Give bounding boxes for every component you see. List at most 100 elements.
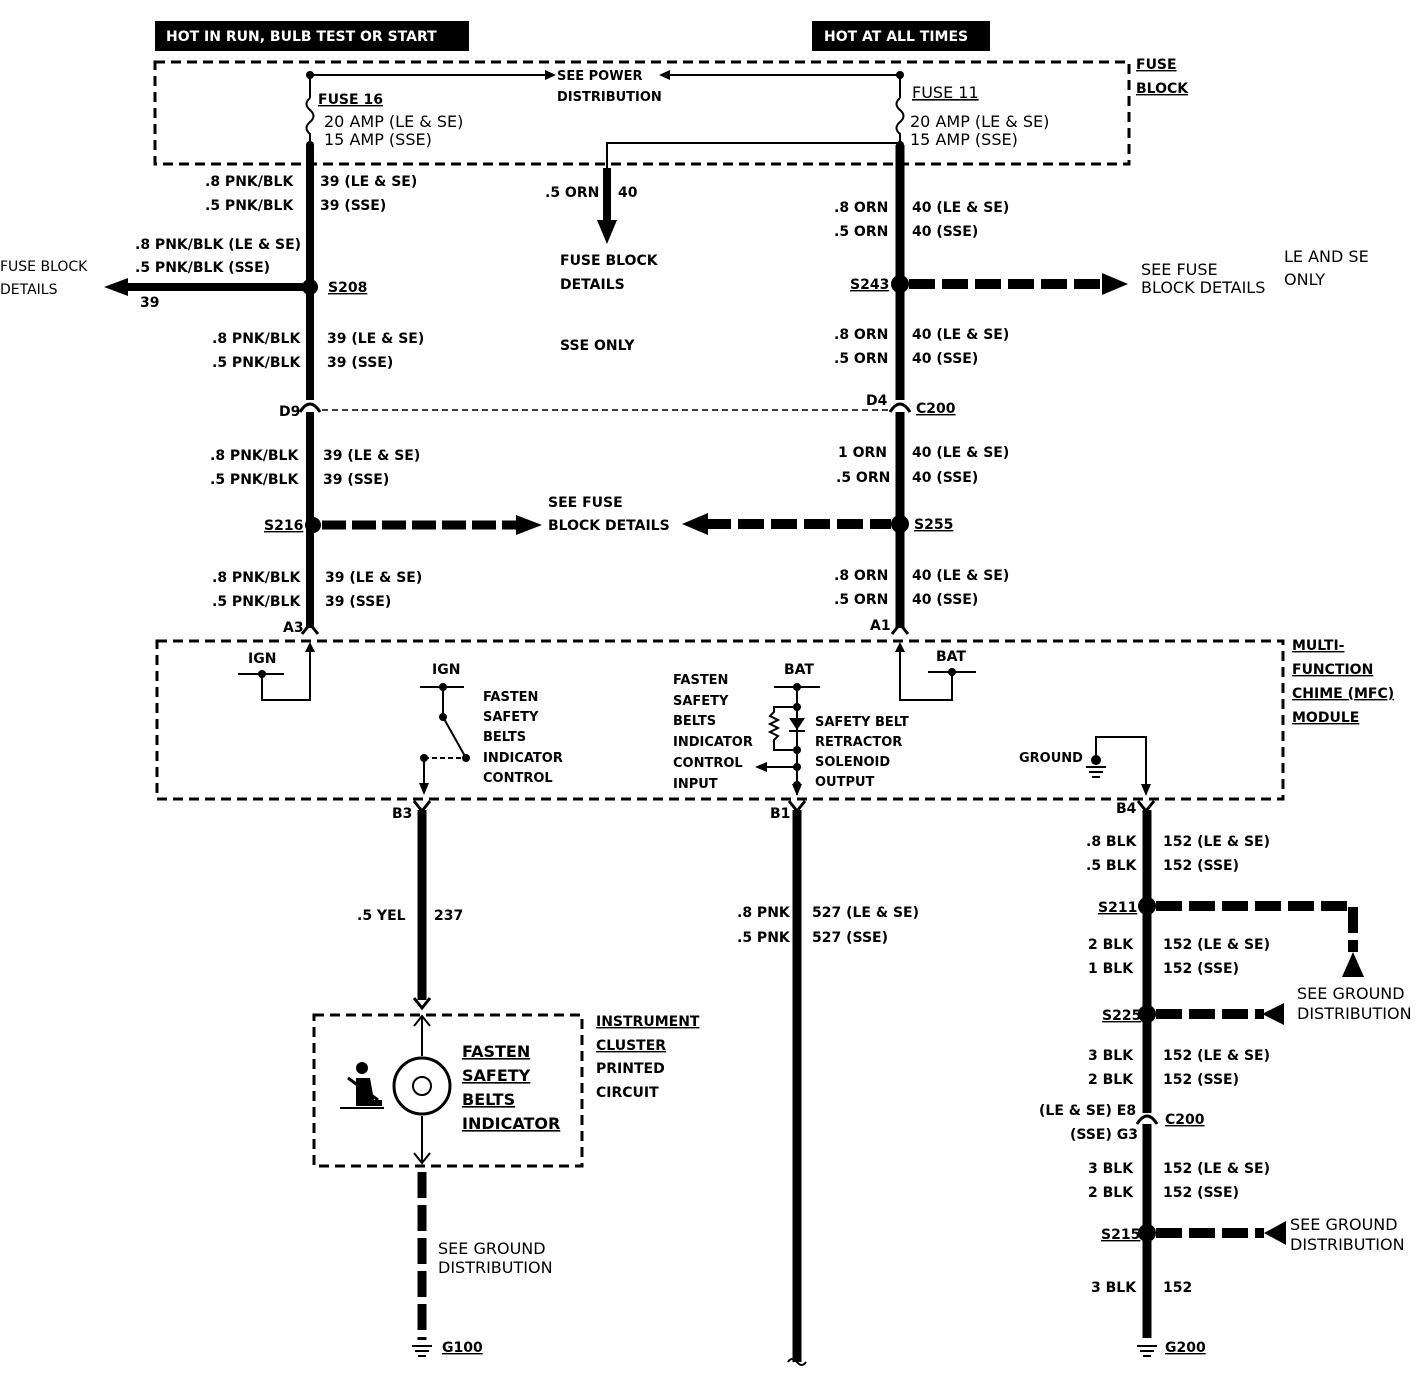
s225-arrow <box>1262 1003 1284 1025</box>
fuse11-rating2: 15 AMP (SSE) <box>910 130 1018 149</box>
right-seg1-gauge1: .8 ORN <box>834 200 888 216</box>
mfc-label-2: FUNCTION <box>1292 662 1373 678</box>
s243-arrow <box>1102 273 1128 295</box>
b3-ctrl-4: INDICATOR <box>483 751 563 766</box>
solenoid-coil <box>767 706 797 751</box>
b1-input-3: BELTS <box>673 714 716 729</box>
pin-a3 <box>300 621 320 635</box>
right-seg2-gauge1: .8 ORN <box>834 327 888 343</box>
cluster-pin-bottom <box>413 1152 431 1165</box>
mfc-label-1: MULTI- <box>1292 638 1345 654</box>
b4-seg5-circuit: 152 <box>1163 1280 1192 1296</box>
connector-d9 <box>298 402 322 413</box>
b1-input-1: FASTEN <box>673 673 728 688</box>
bat-a1-node <box>948 668 956 676</box>
mfc-module-box <box>155 639 1285 801</box>
left-seg1-circuit2: 39 (SSE) <box>320 198 386 214</box>
left-seg4-circuit2: 39 (SSE) <box>325 594 391 610</box>
pin-b1-label: B1 <box>770 806 790 822</box>
left-seg2-gauge2: .5 PNK/BLK <box>212 355 301 371</box>
left-seg2-gauge1: .8 PNK/BLK <box>212 331 301 347</box>
b4-seg4-circuit2: 152 (SSE) <box>1163 1185 1239 1201</box>
right-seg4-circuit2: 40 (SSE) <box>912 592 978 608</box>
right-seg2-gauge2: .5 ORN <box>834 351 888 367</box>
left-seg2-circuit2: 39 (SSE) <box>327 355 393 371</box>
seatbelt-icon <box>340 1062 384 1109</box>
splice-s225 <box>1138 1005 1156 1023</box>
module-ground-label: GROUND <box>1019 751 1083 766</box>
connector-c200-label: C200 <box>916 401 956 417</box>
pin-a1 <box>890 621 910 635</box>
left-branch-line1: .8 PNK/BLK (LE & SE) <box>135 237 301 253</box>
g200-ground-symbol <box>1137 1345 1157 1357</box>
fuse11-rating1: 20 AMP (LE & SE) <box>910 112 1049 131</box>
splice-s225-label: S225 <box>1102 1008 1141 1024</box>
left-seg4-gauge1: .8 PNK/BLK <box>212 570 301 586</box>
left-seg1-gauge2: .5 PNK/BLK <box>205 198 294 214</box>
fuse-block-label-1: FUSE <box>1136 57 1177 73</box>
mid-branch-arrow <box>597 220 617 244</box>
splice-s255 <box>891 515 909 533</box>
s211-ground-line2: DISTRIBUTION <box>1297 1004 1412 1023</box>
b1-out-1: SAFETY BELT <box>815 715 909 730</box>
b3-cluster-pin-top <box>412 997 432 1011</box>
see-power-line2: DISTRIBUTION <box>557 90 662 105</box>
fuse-block-label-2: BLOCK <box>1136 81 1189 97</box>
ign-b3-down-node <box>420 754 428 762</box>
cluster-label-4: CIRCUIT <box>596 1085 659 1101</box>
indicator-label-4: INDICATOR <box>462 1114 560 1133</box>
pin-b4 <box>1136 800 1156 814</box>
see-fuse-line1: SEE FUSE <box>548 495 623 511</box>
connector-d4-label: D4 <box>866 393 888 409</box>
b3-gauge: .5 YEL <box>357 908 406 924</box>
mfc-label-4: MODULE <box>1292 710 1359 726</box>
splice-s211-label: S211 <box>1098 900 1137 916</box>
bat-b1-label: BAT <box>784 662 814 678</box>
s243-note2: ONLY <box>1284 270 1325 289</box>
right-seg1-gauge2: .5 ORN <box>834 224 888 240</box>
b4-seg4-circuit1: 152 (LE & SE) <box>1163 1161 1270 1177</box>
b4-seg2-circuit2: 152 (SSE) <box>1163 961 1239 977</box>
s215-ground-line1: SEE GROUND <box>1290 1215 1398 1234</box>
left-seg4-gauge2: .5 PNK/BLK <box>212 594 301 610</box>
left-branch-line2: .5 PNK/BLK (SSE) <box>135 260 270 276</box>
fuse16-symbol <box>305 75 315 145</box>
b4-seg1-gauge1: .8 BLK <box>1086 834 1138 850</box>
splice-s215-label: S215 <box>1101 1227 1140 1243</box>
left-branch-dest1: FUSE BLOCK <box>0 259 88 275</box>
module-ground-node <box>1091 755 1101 765</box>
fasten-belts-lamp-inner <box>412 1076 432 1096</box>
left-seg1-gauge1: .8 PNK/BLK <box>205 174 294 190</box>
right-seg3-circuit1: 40 (LE & SE) <box>912 445 1009 461</box>
module-ground-arrow <box>1141 784 1151 796</box>
right-seg3-gauge2: .5 ORN <box>836 470 890 486</box>
fuse16-rating2: 15 AMP (SSE) <box>324 130 432 149</box>
b4-seg1-circuit1: 152 (LE & SE) <box>1163 834 1270 850</box>
cluster-label-2: CLUSTER <box>596 1038 666 1054</box>
cluster-label-1: INSTRUMENT <box>596 1014 700 1030</box>
ign-a3-label: IGN <box>248 651 276 667</box>
indicator-label-2: SAFETY <box>462 1066 531 1085</box>
fuse11-symbol <box>895 75 905 145</box>
right-seg4-gauge1: .8 ORN <box>834 568 888 584</box>
s216-arrow <box>516 515 542 535</box>
switched-power-header: HOT IN RUN, BULB TEST OR START <box>166 29 437 45</box>
fuse16-rating1: 20 AMP (LE & SE) <box>324 112 463 131</box>
right-seg3-gauge1: 1 ORN <box>838 445 887 461</box>
splice-s216 <box>305 517 321 533</box>
instrument-cluster-box <box>312 1013 584 1168</box>
connector-d9-label: D9 <box>279 404 300 420</box>
see-fuse-line2: BLOCK DETAILS <box>548 518 670 534</box>
s215-ground-line2: DISTRIBUTION <box>1290 1235 1405 1254</box>
splice-s243 <box>891 275 909 293</box>
pin-a3-label: A3 <box>283 620 304 636</box>
b4-seg4-gauge2: 2 BLK <box>1088 1185 1134 1201</box>
b1-circuit1: 527 (LE & SE) <box>812 905 919 921</box>
b4-seg3-circuit2: 152 (SSE) <box>1163 1072 1239 1088</box>
s215-arrow <box>1264 1221 1286 1245</box>
b4-pin1: (LE & SE) E8 <box>1039 1103 1136 1119</box>
b4-seg1-circuit2: 152 (SSE) <box>1163 858 1239 874</box>
fasten-belts-lamp <box>392 1056 452 1116</box>
module-ground-circuit <box>1095 736 1147 792</box>
right-seg1-circuit1: 40 (LE & SE) <box>912 200 1009 216</box>
